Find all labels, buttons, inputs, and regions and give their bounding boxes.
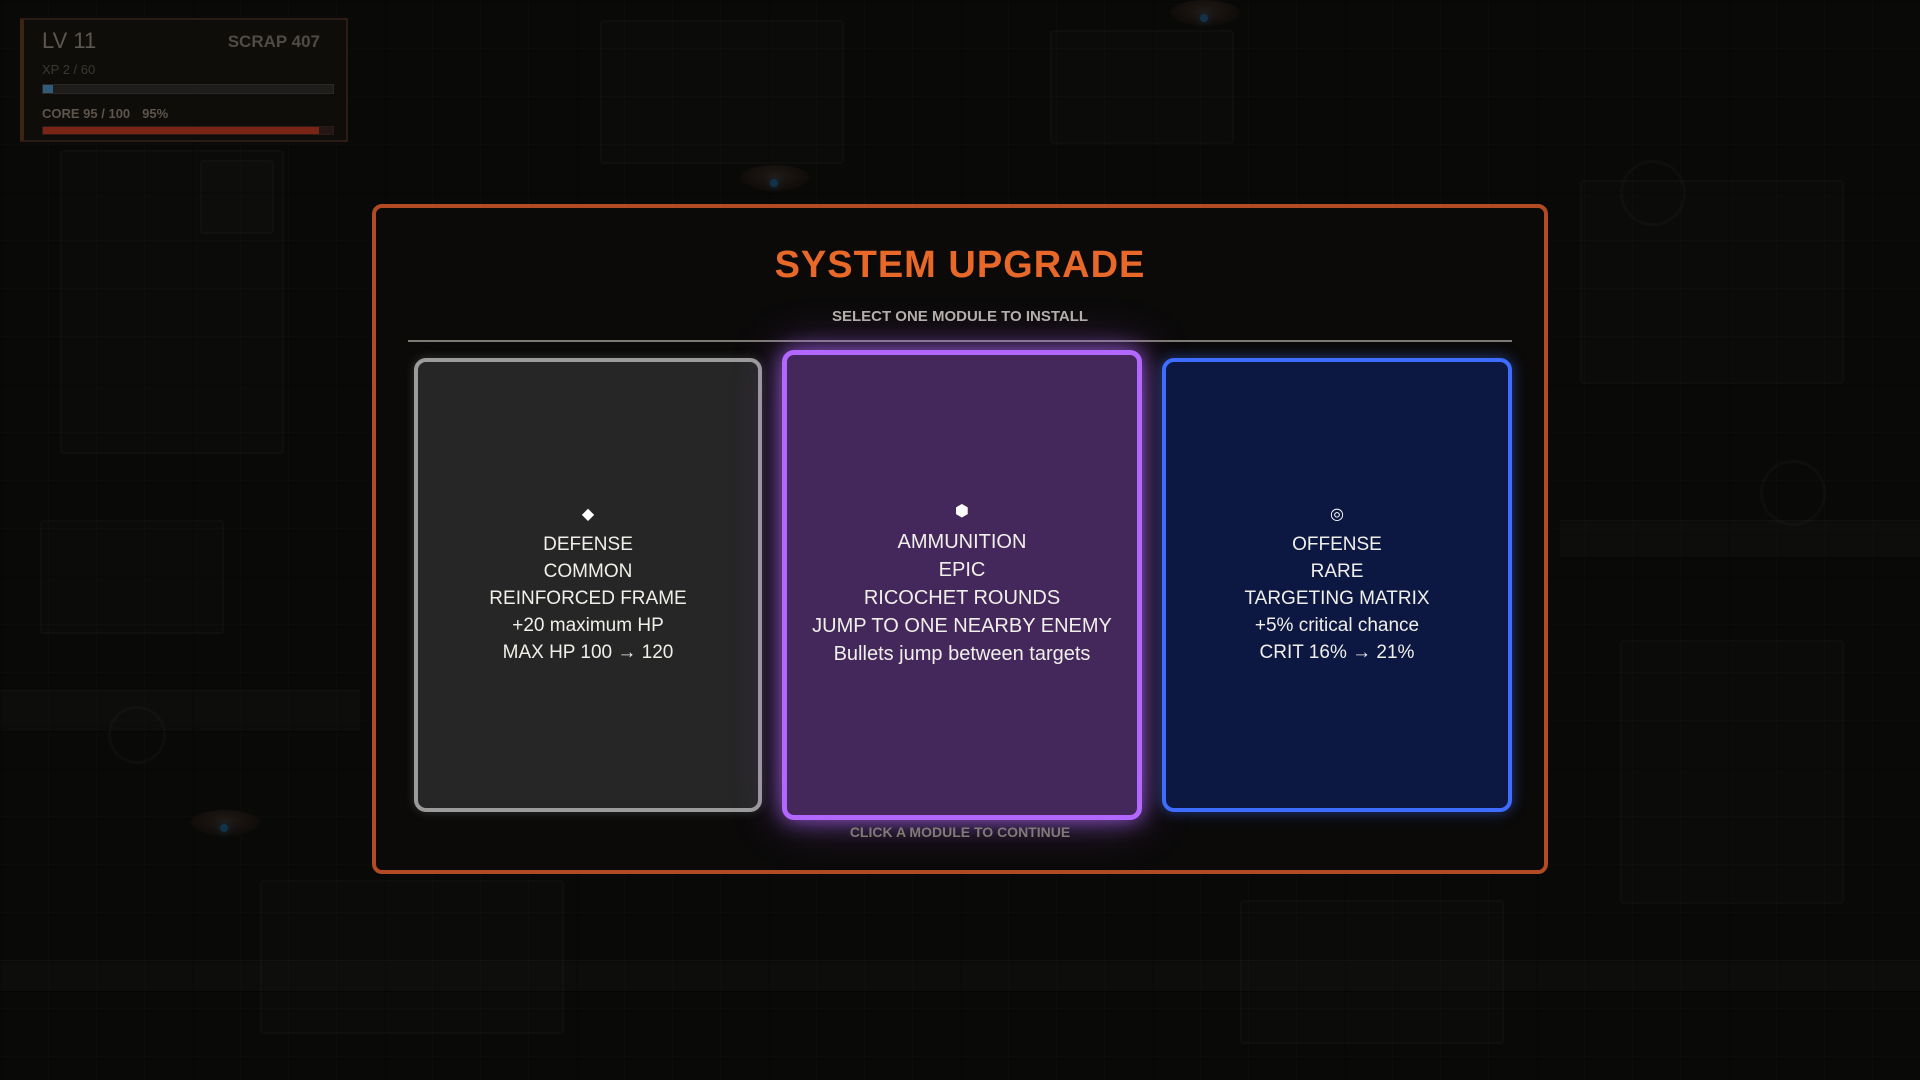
card-rarity: RARE xyxy=(1310,560,1364,582)
scrap-counter: SCRAP 407 xyxy=(227,32,320,51)
card-stat-change: Bullets jump between targets xyxy=(833,643,1091,665)
core-health-label: CORE 95 / 100 95% xyxy=(42,106,180,121)
modal-subtitle: SELECT ONE MODULE TO INSTALL xyxy=(831,308,1089,325)
card-rarity: COMMON xyxy=(543,560,633,582)
card-name: RICOCHET ROUNDS xyxy=(863,587,1061,609)
hexagon-icon: ⬢ xyxy=(955,503,969,520)
modal-footer-hint: CLICK A MODULE TO CONTINUE xyxy=(849,824,1071,840)
card-stat-change: CRIT 16% → 21% xyxy=(1259,641,1415,663)
card-category: AMMUNITION xyxy=(897,531,1027,553)
modal-title: SYSTEM UPGRADE xyxy=(774,244,1146,286)
card-rarity: EPIC xyxy=(938,559,986,581)
card-category: OFFENSE xyxy=(1292,533,1382,555)
diamond-icon: ◆ xyxy=(581,505,595,523)
card-name: TARGETING MATRIX xyxy=(1244,587,1430,609)
player-hud: LV 11 SCRAP 407 XP 2 / 60 CORE 95 / 100 9… xyxy=(20,18,348,142)
card-stat-change: MAX HP 100 → 120 xyxy=(502,641,674,663)
card-effect: JUMP TO ONE NEARBY ENEMY xyxy=(812,615,1112,637)
level-label: LV 11 xyxy=(42,28,97,53)
xp-bar xyxy=(42,84,334,94)
xp-bar-fill xyxy=(43,85,53,93)
card-effect: +5% critical chance xyxy=(1254,614,1420,636)
target-icon: ◎ xyxy=(1330,505,1344,523)
core-health-bar-fill xyxy=(43,127,319,134)
modal-divider xyxy=(408,340,1512,342)
system-upgrade-modal: SYSTEM UPGRADE SELECT ONE MODULE TO INST… xyxy=(372,204,1548,874)
core-health-bar xyxy=(42,126,334,135)
card-category: DEFENSE xyxy=(543,533,633,555)
upgrade-card-offense[interactable]: ◎ OFFENSE RARE TARGETING MATRIX +5% crit… xyxy=(1162,358,1512,812)
xp-label: XP 2 / 60 xyxy=(42,62,96,77)
card-name: REINFORCED FRAME xyxy=(489,587,687,609)
core-health-value: CORE 95 / 100 xyxy=(42,106,131,121)
upgrade-card-defense[interactable]: ◆ DEFENSE COMMON REINFORCED FRAME +20 ma… xyxy=(414,358,762,812)
card-effect: +20 maximum HP xyxy=(512,614,664,636)
upgrade-card-ammunition[interactable]: ⬢ AMMUNITION EPIC RICOCHET ROUNDS JUMP T… xyxy=(782,350,1142,820)
core-health-percent: 95% xyxy=(142,106,169,121)
